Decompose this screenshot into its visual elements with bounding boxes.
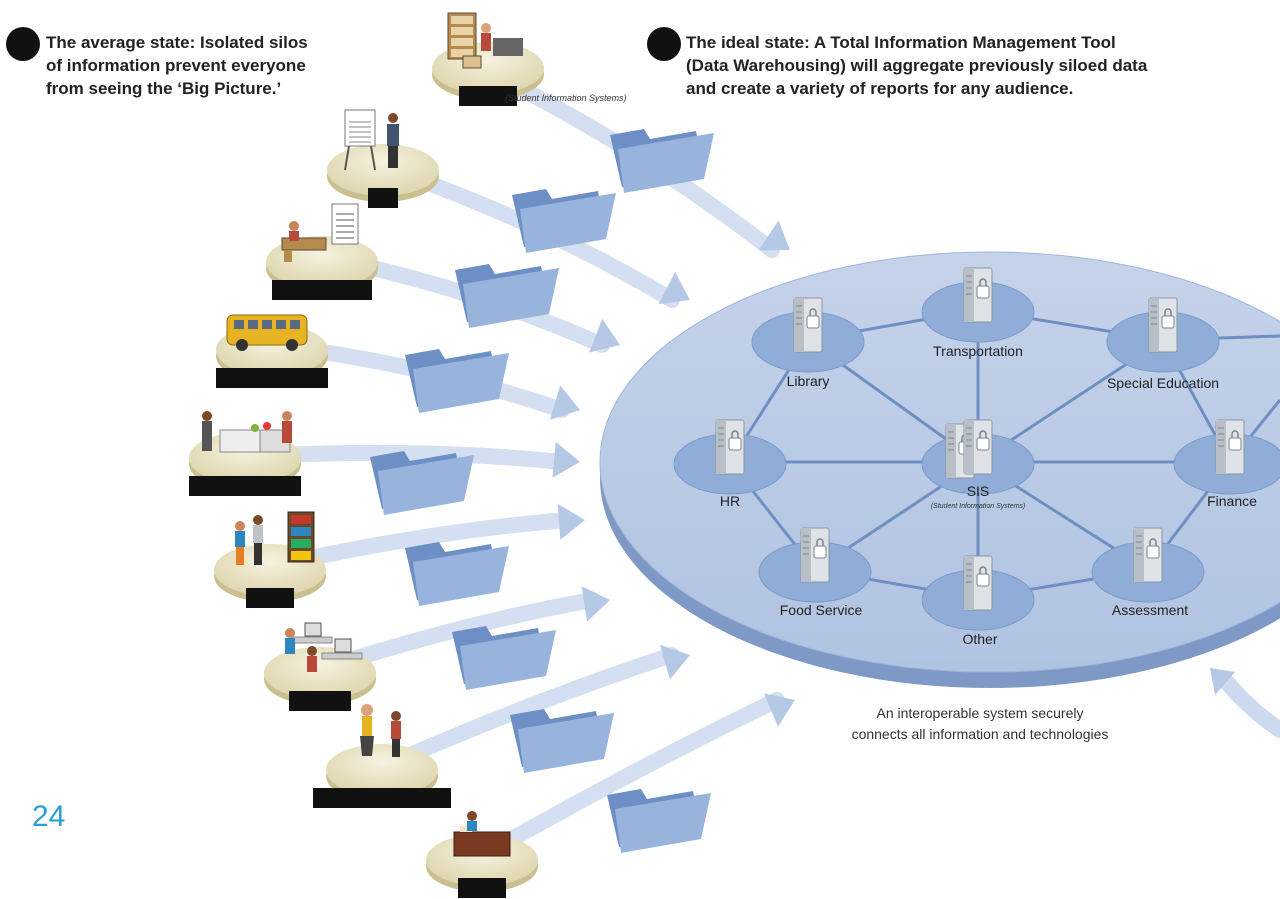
redacted-label [289, 691, 351, 711]
server-icon [1133, 527, 1163, 583]
folder-icon [610, 129, 714, 193]
flow-arrow [292, 503, 585, 568]
redacted-label [216, 368, 328, 388]
records-office-icon [447, 12, 523, 69]
server-icon [793, 297, 823, 353]
folder-icon [607, 789, 711, 853]
silo-station [327, 109, 439, 208]
folder-icon [455, 264, 559, 328]
school-bus-icon [226, 314, 308, 351]
folder-icon [452, 626, 556, 690]
server-icon [1148, 297, 1178, 353]
node-sublabel: (Student Information Systems) [931, 503, 1026, 510]
server-icon [715, 419, 745, 475]
redacted-label [189, 476, 301, 496]
average-heading-line: from seeing the ‘Big Picture.’ [46, 79, 282, 98]
grades-desk-icon [281, 203, 359, 262]
node-label: Food Service [780, 602, 863, 618]
ideal-heading-line: and create a variety of reports for any … [686, 79, 1074, 98]
server-icon [963, 555, 993, 611]
folder-icon [405, 349, 509, 413]
library-shelf-icon [235, 511, 315, 565]
data-folders [370, 129, 714, 853]
node-other: Other [921, 555, 1035, 647]
redacted-label [459, 86, 517, 106]
node-label: Other [962, 631, 997, 647]
redacted-label [272, 280, 372, 300]
flow-arrow [1217, 672, 1280, 738]
redacted-label [458, 878, 506, 898]
silo-station [266, 203, 378, 300]
cafeteria-icon [202, 411, 292, 453]
page-number: 24 [32, 800, 66, 833]
folder-icon [370, 451, 474, 515]
node-food-service: Food Service [758, 527, 872, 618]
average-heading-line: of information prevent everyone [46, 56, 306, 75]
node-sis: SIS (Student Information Systems) [921, 419, 1035, 510]
silo-station [216, 314, 328, 388]
silo-station [432, 12, 544, 106]
ideal-heading-line: (Data Warehousing) will aggregate previo… [686, 56, 1148, 75]
silo-stations [189, 12, 544, 898]
server-icon [963, 419, 993, 475]
server-icon [800, 527, 830, 583]
caption-line: connects all information and technologie… [851, 726, 1109, 742]
average-bullet [6, 27, 40, 61]
folder-icon [510, 709, 614, 773]
node-hr: HR [673, 419, 787, 509]
redacted-label [246, 588, 294, 608]
silo-disc [264, 647, 376, 699]
ideal-state-heading: The ideal state: A Total Information Man… [686, 31, 1147, 100]
redacted-label [313, 788, 451, 808]
server-icon [1215, 419, 1245, 475]
average-state-heading: The average state: Isolated silos of inf… [46, 31, 308, 100]
silo-station [189, 411, 301, 496]
silo-disc [326, 744, 438, 796]
node-assessment: Assessment [1091, 527, 1205, 618]
node-label: Library [787, 373, 830, 389]
teacher-assignments-icon [344, 109, 399, 171]
ideal-heading-line: The ideal state: A Total Information Man… [686, 33, 1116, 52]
node-label: Assessment [1112, 602, 1188, 618]
silo-station [264, 622, 376, 711]
node-special-education: Special Education [1106, 297, 1220, 391]
flow-arrow [272, 441, 580, 478]
ideal-bullet [647, 27, 681, 61]
caption-line: An interoperable system securely [876, 705, 1084, 721]
node-label: HR [720, 493, 740, 509]
flow-arrow [342, 586, 610, 668]
redacted-label [368, 188, 398, 208]
node-label: Finance [1207, 493, 1257, 509]
silo-disc [327, 144, 439, 196]
parent-student-icon [360, 704, 401, 757]
node-label: Special Education [1107, 375, 1219, 391]
silo-station [214, 511, 326, 608]
average-heading-line: The average state: Isolated silos [46, 33, 308, 52]
folder-icon [405, 542, 509, 606]
silo-note: (Student Information Systems) [505, 93, 627, 103]
node-label: Transportation [933, 343, 1023, 359]
flow-arrow [402, 644, 690, 763]
node-label: SIS [967, 483, 990, 499]
computer-lab-icon [285, 622, 363, 672]
node-finance: Finance [1173, 419, 1280, 509]
node-library: Library [751, 297, 865, 389]
office-desk-icon [453, 811, 511, 857]
diagram-caption: An interoperable system securely connect… [800, 703, 1160, 745]
silo-station [426, 811, 538, 898]
flow-arrow-head [1210, 668, 1235, 695]
silo-station [313, 704, 451, 808]
flow-arrow [502, 692, 795, 848]
folder-icon [512, 189, 616, 253]
node-transportation: Transportation [921, 267, 1035, 359]
server-icon [963, 267, 993, 323]
